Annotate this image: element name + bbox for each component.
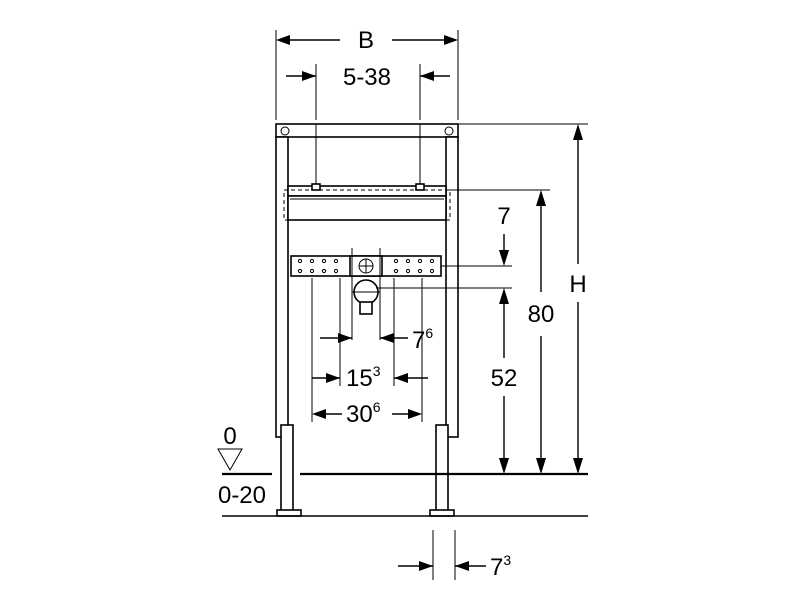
- dimension-label-7-3-base: 7: [490, 554, 503, 581]
- extension-lines: [275, 30, 588, 580]
- left-foot-plate: [276, 509, 302, 517]
- dimension-label-7-6-sup: 6: [425, 325, 433, 341]
- frame-structure: [275, 123, 459, 517]
- dimension-label-52: 52: [491, 365, 518, 392]
- right-foot-leg: [435, 424, 449, 514]
- dimension-label-7-3: 73: [490, 552, 511, 581]
- dimension-label-15-3-sup: 3: [373, 363, 381, 379]
- left-upright: [275, 136, 289, 438]
- top-right-mount-hole: [444, 126, 454, 136]
- fixing-bar-holes: [297, 258, 435, 274]
- right-foot-plate: [429, 509, 455, 517]
- right-upright: [445, 136, 459, 438]
- supply-elbow: [349, 255, 383, 315]
- dimension-label-15-3-base: 15: [346, 365, 373, 392]
- left-foot-leg: [280, 424, 294, 514]
- floor-lines: [217, 448, 588, 517]
- dimension-label-80: 80: [528, 301, 555, 328]
- dimension-label-rod-range: 5-38: [343, 64, 391, 91]
- dimension-label-width: B: [358, 27, 374, 54]
- dimension-label-15-3: 153: [346, 363, 381, 392]
- floor-level-zero-label: 0: [223, 423, 236, 450]
- floor-range-label: 0-20: [218, 482, 266, 509]
- dimension-label-30-6-sup: 6: [373, 399, 381, 415]
- top-rail: [275, 123, 459, 138]
- dimension-label-30-6: 306: [346, 399, 381, 428]
- dimension-lines: [276, 35, 583, 571]
- floor-level-triangle-icon: [217, 448, 243, 472]
- dimension-label-7-6-base: 7: [412, 327, 425, 354]
- crossbar-plate: [287, 195, 447, 221]
- dimension-label-height: H: [569, 271, 586, 298]
- dimension-label-30-6-base: 30: [346, 401, 373, 428]
- dimension-label-7: 7: [497, 203, 510, 230]
- dimension-label-7-3-sup: 3: [503, 552, 511, 568]
- dimension-label-7-6: 76: [412, 325, 433, 354]
- top-left-mount-hole: [280, 126, 290, 136]
